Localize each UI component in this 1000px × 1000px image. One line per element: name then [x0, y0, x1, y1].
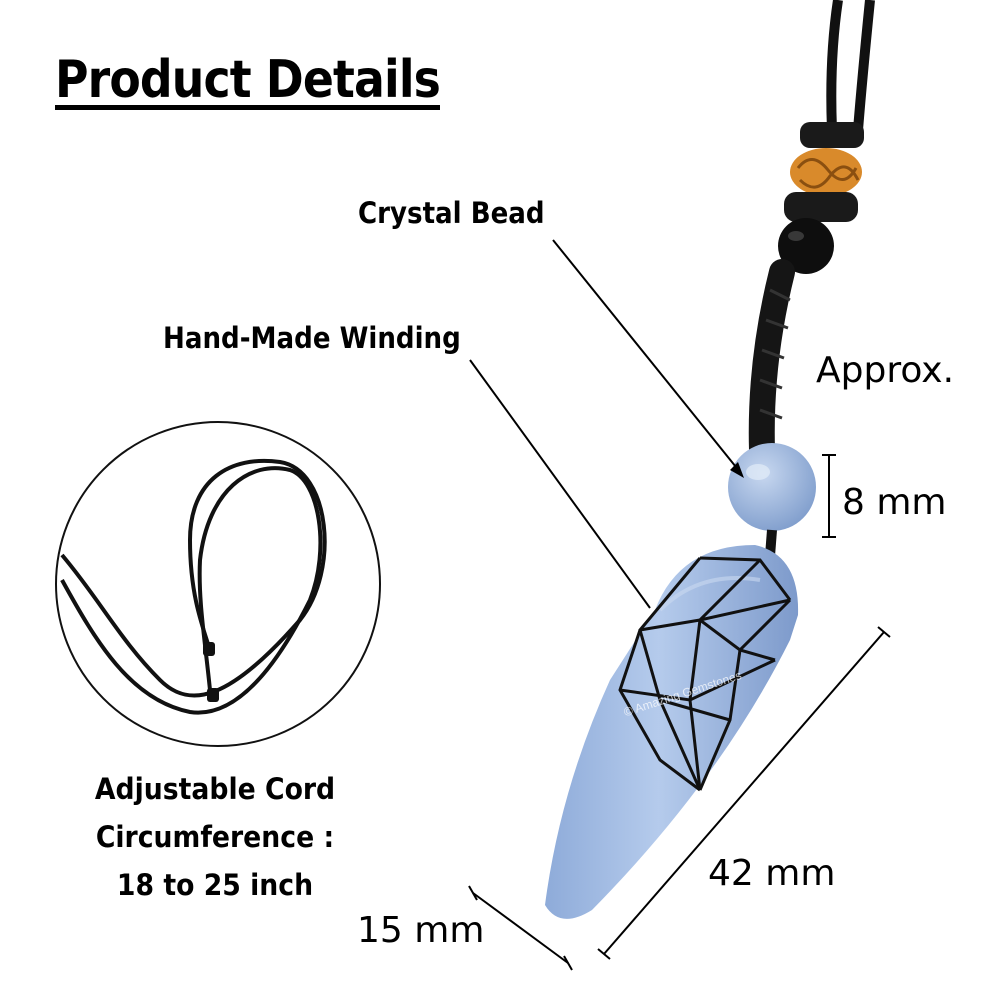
length-dimension-line: [597, 626, 891, 960]
cord-knot: [207, 688, 219, 702]
cord-caption-line-2: Circumference :: [95, 820, 335, 854]
length-value: 42 mm: [708, 853, 836, 894]
cord-wrap-middle: [784, 192, 858, 222]
crystal-bead-callout-line: [552, 239, 741, 473]
cord-knot: [203, 642, 215, 656]
cord-caption-line-1: Adjustable Cord: [94, 772, 336, 806]
orange-knot: [790, 148, 862, 196]
approx-label: Approx.: [816, 350, 955, 391]
bead-size-bracket: [822, 454, 836, 538]
crystal-bead-shape: [728, 443, 816, 531]
cord-caption-line-3: 18 to 25 inch: [116, 868, 314, 902]
braided-cord: [748, 259, 795, 463]
crystal-bead-label: Crystal Bead: [358, 196, 545, 230]
arrow-icon: [730, 462, 744, 478]
page-title: Product Details: [55, 50, 441, 110]
adjustable-cord-illustration: [55, 421, 381, 747]
width-dimension-line: [468, 885, 573, 971]
cord-wrap-top: [800, 122, 864, 148]
bead-size-value: 8 mm: [842, 482, 947, 523]
hand-made-winding-label: Hand-Made Winding: [163, 321, 461, 355]
hand-made-winding-net: [618, 556, 792, 792]
width-value: 15 mm: [357, 910, 485, 951]
cord-top: [748, 0, 875, 463]
adjustable-cord-caption: Adjustable Cord Circumference : 18 to 25…: [72, 765, 357, 909]
winding-callout-line: [469, 359, 651, 609]
pendant-stone: [545, 545, 799, 919]
